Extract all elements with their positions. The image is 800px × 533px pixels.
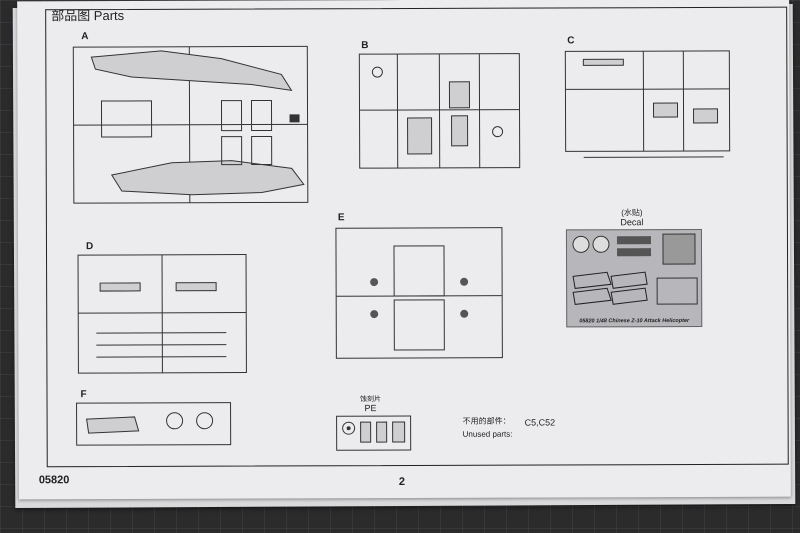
sprue-label-d: D <box>85 241 94 253</box>
sprue-label-f: F <box>80 389 87 401</box>
unused-parts-value: C5,C52 <box>524 417 556 428</box>
page-number: 2 <box>398 475 405 489</box>
decal-artwork <box>572 233 698 305</box>
decal-caption: 05820 1/48 Chinese Z-10 Attack Helicopte… <box>579 318 690 325</box>
page-title: 部品图 Parts <box>51 7 125 24</box>
pe-label-en: PE <box>364 403 377 414</box>
sprue-f-drawing <box>76 402 232 446</box>
sprue-a-drawing <box>72 45 309 204</box>
sprue-label-a: A <box>81 31 89 43</box>
sprue-c-drawing <box>564 50 731 158</box>
sprue-label-c: C <box>567 35 575 47</box>
sprue-d-drawing <box>77 254 247 374</box>
sprue-e-drawing <box>335 227 503 359</box>
sprue-label-e: E <box>337 212 345 224</box>
kit-number: 05820 <box>38 474 70 487</box>
pe-fret-drawing <box>336 415 412 451</box>
decal-sheet: 05820 1/48 Chinese Z-10 Attack Helicopte… <box>565 228 703 328</box>
decal-title-en: Decal <box>620 217 644 228</box>
sprue-b-drawing <box>358 53 521 169</box>
unused-parts-label-cn: 不用的部件： <box>462 416 511 426</box>
sprue-label-b: B <box>361 40 369 52</box>
unused-parts-label-en: Unused parts: <box>462 429 513 439</box>
instruction-page: 部品图 Parts A B C <box>17 0 791 500</box>
